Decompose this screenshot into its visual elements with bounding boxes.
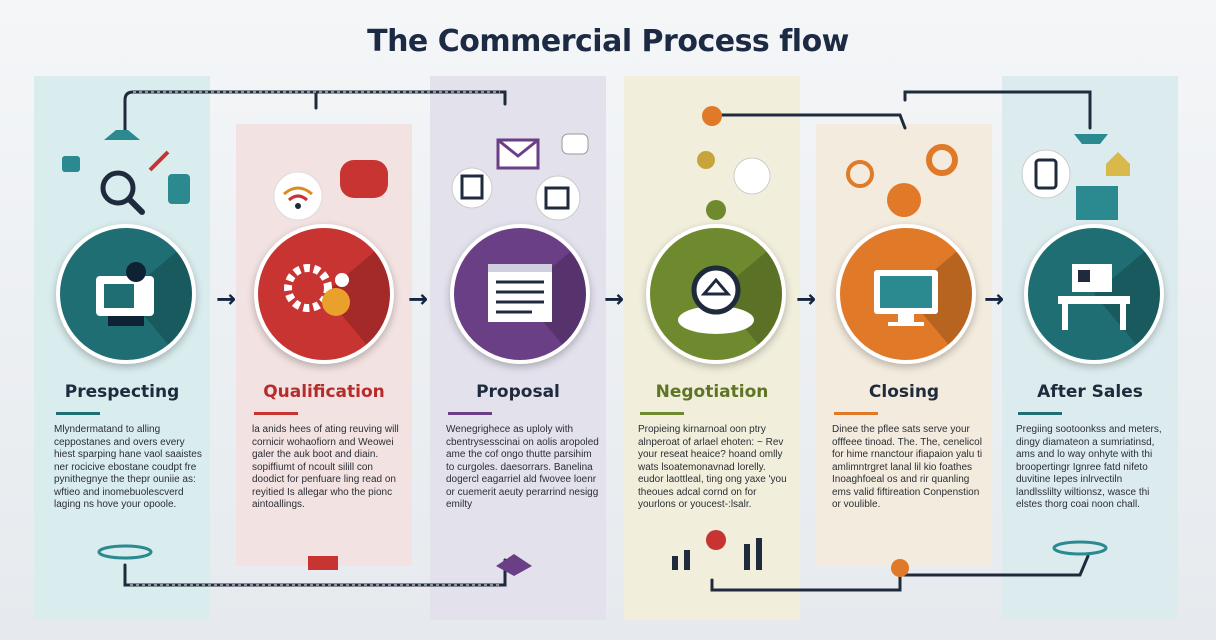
wifi-icon [273, 171, 323, 221]
stage-underline [254, 412, 298, 415]
base-plate-right-icon [1052, 540, 1108, 556]
top-connector-far [903, 90, 1092, 130]
bottom-connector-far [898, 554, 1090, 577]
target-icon [733, 157, 771, 195]
calendar-badge-icon [340, 160, 388, 198]
stage-description-qualification: la anids hees of ating reuving will corn… [252, 424, 399, 510]
monitor-icon [874, 270, 938, 326]
arrow-icon: → [984, 285, 1005, 313]
stage-circle-proposal [450, 224, 590, 364]
desk-icon [1058, 264, 1130, 330]
bottom-connector-right [710, 564, 902, 592]
stage-description-prospecting: Mlyndermatand to alling ceppostanes and … [54, 424, 202, 510]
bottom-connector-left [123, 558, 507, 587]
coin-icon [702, 106, 722, 126]
building-icon [1076, 186, 1118, 220]
stage-circle-closing [836, 224, 976, 364]
stage-circle-after-sales [1024, 224, 1164, 364]
bar-chart-icon [672, 530, 762, 570]
stage-circle-qualification [254, 224, 394, 364]
stage-name-closing: Closing [868, 382, 940, 402]
search-monitor-icon [96, 262, 154, 326]
document-icon [488, 264, 552, 322]
stage-name-prospecting: Prespecting [64, 382, 180, 402]
lock-icon [62, 156, 80, 172]
stage-description-closing: Dinee the pflee sats serve your offfeee … [832, 424, 983, 510]
stage-description-after-sales: Pregiing sootoonkss and meters, dingy di… [1016, 424, 1162, 510]
pen-icon [148, 150, 170, 172]
book-icon [308, 556, 338, 570]
gear-icon [926, 144, 958, 176]
arrow-icon: → [216, 285, 237, 313]
stage-description-proposal: Wenegrighece as uploly with cbentrysessc… [446, 424, 599, 510]
top-connector-right [708, 113, 907, 130]
apple-icon [706, 200, 726, 220]
arrow-icon: → [408, 285, 429, 313]
chat-icon [561, 133, 589, 155]
coin-bottom-icon [891, 559, 909, 577]
gear-small-icon [697, 151, 715, 169]
stage-description-negotiation: Propieing kirnarnoal oon ptry alnperoat … [638, 424, 787, 510]
stage-name-negotiation: Negotiation [655, 382, 769, 402]
stage-underline [834, 412, 878, 415]
gears-icon [284, 264, 350, 316]
stage-circle-negotiation [646, 224, 786, 364]
stage-name-proposal: Proposal [476, 382, 560, 402]
device-stand-icon [496, 554, 532, 576]
phone-icon [1021, 149, 1071, 199]
tray-icon [1074, 134, 1108, 144]
orange-gear-icon [887, 183, 921, 217]
newspaper-icon [535, 175, 581, 221]
house-icon [1106, 152, 1130, 176]
arrow-icon: → [796, 285, 817, 313]
arrow-icon: → [604, 285, 625, 313]
sun-gear-icon [846, 160, 874, 188]
top-connector-left [123, 90, 318, 134]
stage-underline [448, 412, 492, 415]
handshake-icon [678, 265, 754, 334]
envelope-icon [496, 138, 540, 170]
lamp-icon [104, 130, 140, 140]
mascot-icon [168, 174, 190, 204]
stage-underline [56, 412, 100, 415]
stage-name-after-sales: After Sales [1037, 382, 1143, 402]
stage-name-qualification: Qualification [263, 382, 385, 402]
stage-underline [640, 412, 684, 415]
page-title: The Commercial Process flow [367, 24, 849, 59]
clipboard-icon [451, 167, 493, 209]
stage-underline [1018, 412, 1062, 415]
base-plate-icon [97, 544, 153, 560]
stage-circle-prospecting [56, 224, 196, 364]
magnifier-icon [100, 170, 145, 215]
